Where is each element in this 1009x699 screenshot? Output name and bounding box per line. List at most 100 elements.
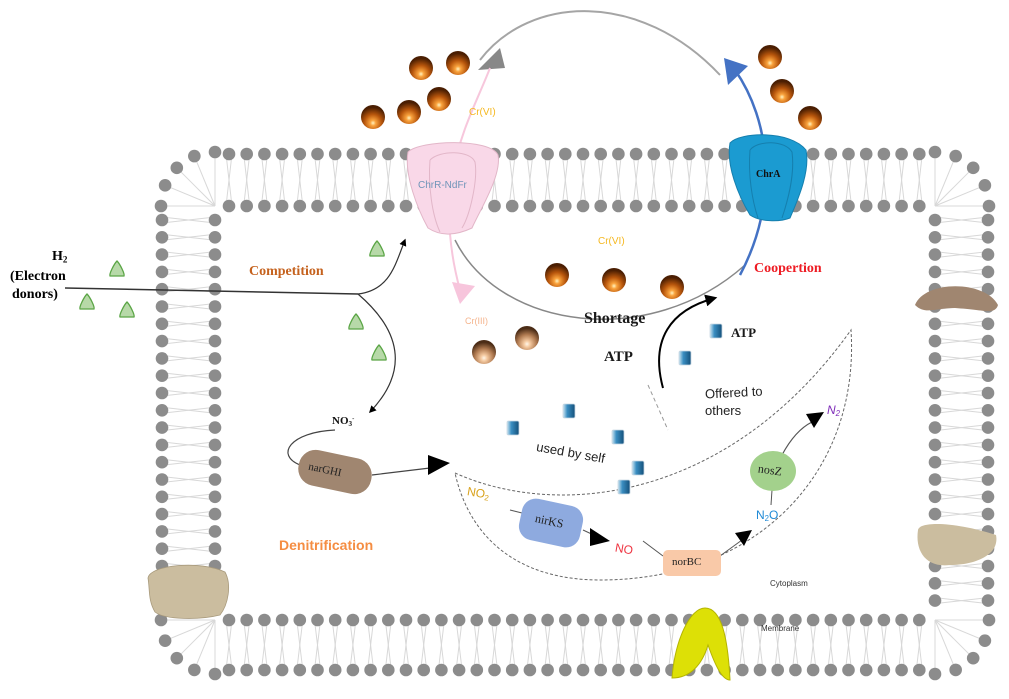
lipid-head <box>505 147 519 161</box>
lipid-head <box>328 663 342 677</box>
lipid-head <box>155 473 169 486</box>
lipid-head <box>208 490 222 504</box>
lipid-head <box>505 663 519 677</box>
electron-donor-triangle <box>109 260 125 277</box>
lipid-head <box>682 199 696 213</box>
cr6-particle <box>758 45 782 69</box>
narghi-enzyme <box>298 449 372 495</box>
cr6-particle <box>602 268 626 292</box>
lipid-head <box>452 663 466 677</box>
nirks-arrowhead <box>590 528 610 546</box>
chra-label: ChrA <box>756 169 781 180</box>
lipid-head <box>170 651 184 665</box>
lipid-head <box>629 199 643 213</box>
atp-block <box>617 479 631 495</box>
lipid-head <box>488 199 501 213</box>
lipid-head <box>559 147 572 161</box>
lipid-head <box>155 317 169 331</box>
lipid-head <box>208 404 222 417</box>
lipid-head <box>170 161 184 175</box>
no3-label: NO3- <box>332 415 355 428</box>
lipid-head <box>576 613 590 627</box>
lipid-head <box>523 199 537 213</box>
lipid-head <box>612 613 625 627</box>
lipid-head <box>258 613 271 627</box>
lipid-head <box>981 594 995 607</box>
electron-donor-triangle <box>79 293 95 310</box>
lipid-head <box>417 663 431 677</box>
lipid-tail <box>193 155 216 207</box>
efflux-return-arc <box>479 10 721 76</box>
lipid-head <box>155 507 169 521</box>
lipid-head <box>382 613 395 627</box>
lipid-head <box>258 147 271 161</box>
lipid-head <box>978 179 992 192</box>
lipid-head <box>913 147 926 161</box>
lipid-head <box>258 663 271 677</box>
lipid-head <box>222 147 236 161</box>
lipid-head <box>222 663 236 677</box>
lipid-head <box>842 147 855 161</box>
lipid-head <box>647 147 661 161</box>
lipid-head <box>240 147 253 161</box>
no-label: NO <box>613 540 635 558</box>
lipid-head <box>966 161 980 175</box>
lipid-head <box>399 663 413 677</box>
right-membrane-protein-bottom <box>917 523 997 566</box>
lipid-head <box>978 634 992 647</box>
lipid-head <box>594 613 607 627</box>
lipid-tail <box>176 167 216 207</box>
lipid-head <box>981 559 995 573</box>
lipid-head <box>155 300 169 313</box>
lipid-head <box>240 613 253 627</box>
lipid-head <box>154 199 168 213</box>
lipid-head <box>949 663 962 677</box>
blue-arrowhead <box>724 58 748 85</box>
lipid-head <box>240 663 253 677</box>
cr6-particle <box>770 79 794 103</box>
lipid-head <box>913 199 926 213</box>
lipid-head <box>275 199 289 213</box>
lipid-head <box>594 199 607 213</box>
lipid-head <box>523 613 537 627</box>
lipid-head <box>576 199 590 213</box>
lipid-head <box>877 147 891 161</box>
pink-arrowhead <box>452 282 475 304</box>
lipid-head <box>275 613 289 627</box>
lipid-head <box>576 663 590 677</box>
lipid-head <box>928 438 942 452</box>
cooperation-label: Coopertion <box>754 261 822 276</box>
lipid-head <box>435 663 448 677</box>
lipid-head <box>629 663 643 677</box>
electron-donors-label-line1: (Electron <box>10 269 66 284</box>
lipid-head <box>154 613 168 627</box>
yellow-membrane-protein <box>671 607 731 681</box>
lipid-tail <box>193 619 216 671</box>
lipid-head <box>928 594 942 607</box>
lipid-tail <box>164 619 216 642</box>
lipid-head <box>981 231 995 244</box>
cr3-particle <box>515 326 539 350</box>
n2o-label: N2O <box>756 508 779 523</box>
lipid-head <box>981 265 995 279</box>
lipid-head <box>435 613 448 627</box>
lipid-head <box>682 147 696 161</box>
lipid-head <box>629 147 643 161</box>
lipid-head <box>824 663 838 677</box>
lipid-head <box>859 663 873 677</box>
shortage-label: Shortage <box>584 310 646 327</box>
lipid-head <box>505 613 519 627</box>
lipid-head <box>981 438 995 452</box>
lipid-head <box>155 282 169 296</box>
lipid-head <box>155 352 169 365</box>
lipid-head <box>895 663 908 677</box>
lipid-head <box>311 147 324 161</box>
lipid-head <box>155 490 169 504</box>
norbc-arrowhead <box>735 530 752 546</box>
h2-to-chrr-arrow <box>357 238 407 295</box>
offered-to-others-label-line2: others <box>705 403 742 418</box>
narghi-loop <box>287 429 336 466</box>
lipid-head <box>346 199 360 213</box>
lipid-head <box>208 525 222 538</box>
